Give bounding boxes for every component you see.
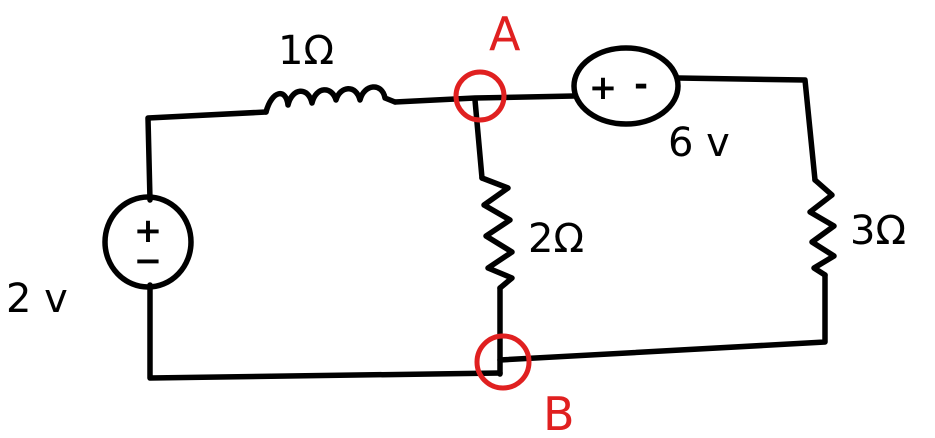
node-b-label: B: [543, 387, 575, 438]
wire-left-lower: [147, 282, 503, 381]
v2-plus-sign: +: [589, 68, 618, 108]
r1-label: 1Ω: [278, 28, 334, 74]
v1-plus-sign: +: [134, 211, 163, 251]
wire-top-middle: [392, 93, 577, 105]
voltage-source-v1: [102, 194, 194, 290]
node-a-marker: [453, 69, 507, 123]
resistor-r2: [479, 175, 515, 291]
v2-label: 6 v: [668, 120, 730, 166]
wire-top-right: [675, 75, 818, 183]
v1-minus-sign: −: [134, 241, 163, 281]
resistor-r3: [807, 177, 837, 278]
r2-label: 2Ω: [528, 216, 584, 262]
v2-minus-sign: -: [634, 65, 648, 105]
node-a-label: A: [489, 7, 521, 61]
wire-center-top: [472, 97, 485, 181]
node-b-marker: [474, 333, 532, 391]
voltage-source-v2: [571, 45, 681, 127]
resistor-r1: [263, 84, 398, 115]
r3-label: 3Ω: [850, 208, 906, 254]
wire-left: [145, 109, 269, 203]
wire-right-lower: [497, 272, 828, 363]
v1-label: 2 v: [6, 276, 68, 322]
